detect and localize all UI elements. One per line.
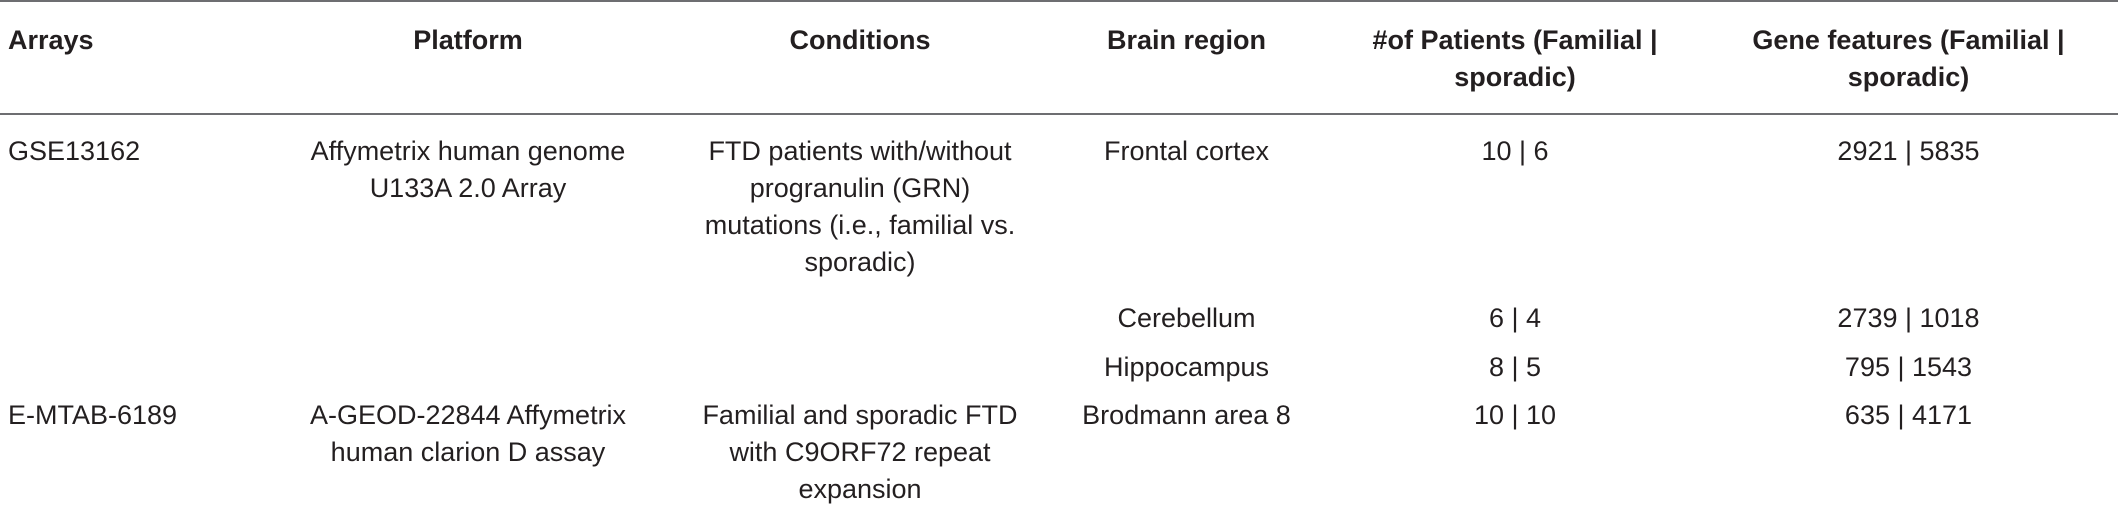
table-row: GSE13162 Affymetrix human genome U133A 2… — [0, 114, 2118, 291]
cell-arrays: GSE13162 — [8, 136, 141, 166]
cell-brain-region: Hippocampus — [1103, 352, 1270, 382]
table-body: GSE13162 Affymetrix human genome U133A 2… — [0, 114, 2118, 511]
cell-gene-features: 635 | 4171 — [1844, 400, 1973, 430]
cell-platform — [258, 291, 678, 340]
cell-brain-region: Brodmann area 8 — [1082, 400, 1291, 430]
cell-platform: A-GEOD-22844 Affymetrix human clarion D … — [309, 400, 627, 467]
header-arrays: Arrays — [8, 25, 94, 55]
cell-patients: 10 | 10 — [1473, 400, 1557, 430]
cell-conditions: FTD patients with/without progranulin (G… — [704, 136, 1016, 277]
header-gene-features: Gene features (Familial | sporadic) — [1752, 25, 2065, 92]
cell-patients: 10 | 6 — [1481, 136, 1549, 166]
cell-brain-region: Cerebellum — [1117, 303, 1256, 333]
table-row: E-MTAB-6189 A-GEOD-22844 Affymetrix huma… — [0, 389, 2118, 511]
cell-gene-features: 795 | 1543 — [1844, 352, 1973, 382]
cell-arrays — [0, 291, 258, 340]
cell-conditions — [678, 291, 1042, 340]
header-brain-region: Brain region — [1106, 25, 1267, 55]
table-row: Hippocampus 8 | 5 795 | 1543 — [0, 340, 2118, 389]
cell-patients: 8 | 5 — [1488, 352, 1542, 382]
header-patients: #of Patients (Familial | sporadic) — [1372, 25, 1658, 92]
header-row: Arrays Platform Conditions Brain region … — [0, 1, 2118, 114]
cell-arrays — [0, 340, 258, 389]
header-platform: Platform — [413, 25, 523, 55]
header-conditions: Conditions — [789, 25, 931, 55]
table-header: Arrays Platform Conditions Brain region … — [0, 1, 2118, 114]
cell-platform: Affymetrix human genome U133A 2.0 Array — [310, 136, 626, 203]
table-row: Cerebellum 6 | 4 2739 | 1018 — [0, 291, 2118, 340]
cell-conditions — [678, 340, 1042, 389]
cell-gene-features: 2739 | 1018 — [1837, 303, 1980, 333]
cell-conditions: Familial and sporadic FTD with C9ORF72 r… — [702, 400, 1018, 504]
cell-brain-region: Frontal cortex — [1103, 136, 1270, 166]
cell-gene-features: 2921 | 5835 — [1837, 136, 1980, 166]
cell-arrays: E-MTAB-6189 — [8, 400, 178, 430]
cell-platform — [258, 340, 678, 389]
cell-patients: 6 | 4 — [1488, 303, 1542, 333]
